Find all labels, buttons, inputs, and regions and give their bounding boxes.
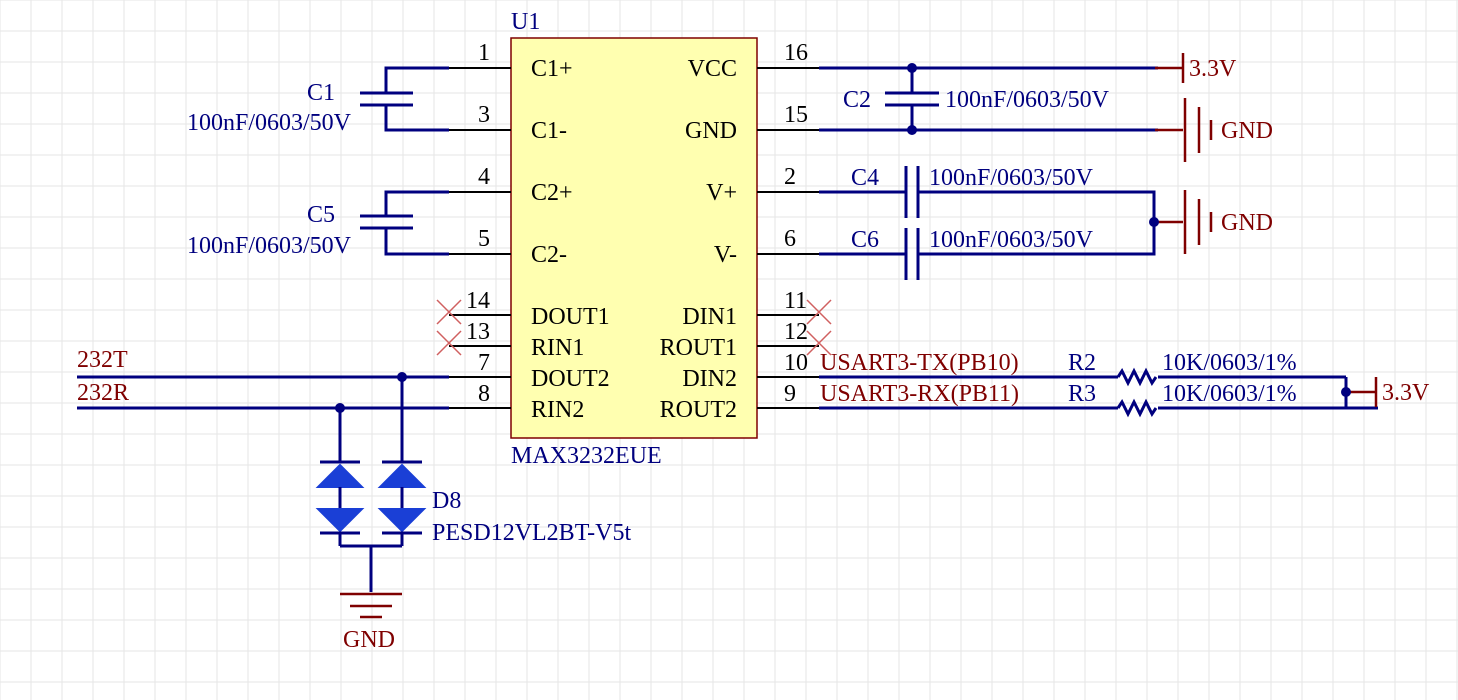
power-port-3v3-top: 3.3V xyxy=(1155,53,1237,83)
power-label: GND xyxy=(1221,118,1273,144)
pin-name: GND xyxy=(685,118,737,144)
power-label: 3.3V xyxy=(1189,56,1237,82)
pin-name: ROUT2 xyxy=(660,397,737,423)
chip-body[interactable] xyxy=(510,37,758,439)
pin-name: VCC xyxy=(688,56,737,82)
junction-dots xyxy=(335,63,1351,413)
capacitor-ref: C4 xyxy=(851,165,879,191)
ground-icon: GND xyxy=(340,592,402,653)
diode-ref: D8 xyxy=(432,488,461,514)
net-232r[interactable]: 232R xyxy=(77,380,449,410)
pin-name: C2+ xyxy=(531,180,573,206)
capacitor-value: 100nF/0603/50V xyxy=(929,165,1094,191)
pin-name: DIN2 xyxy=(682,366,737,392)
diode-part: PESD12VL2BT-V5t xyxy=(432,520,631,546)
pin-number: 8 xyxy=(478,381,490,407)
chip-left-pins: 1 C1+ 3 C1- 4 C2+ 5 C2- 14 DOUT1 13 RIN1… xyxy=(466,40,610,423)
resistor-ref: R2 xyxy=(1068,350,1096,376)
pin-name: V- xyxy=(714,242,737,268)
pin-number: 14 xyxy=(466,288,490,314)
net-232t[interactable]: 232T xyxy=(77,347,449,379)
pin-name: V+ xyxy=(706,180,737,206)
power-port-3v3-right: 3.3V xyxy=(1346,377,1430,407)
pin-number: 1 xyxy=(478,40,490,66)
power-label: 3.3V xyxy=(1382,380,1430,406)
pin-number: 12 xyxy=(784,319,808,345)
no-connect-x-icon xyxy=(806,299,832,325)
net-usart3-tx[interactable]: USART3-TX(PB10) xyxy=(819,350,1346,379)
capacitor-ref: C6 xyxy=(851,227,879,253)
pin-number: 6 xyxy=(784,226,796,252)
pin-name: DOUT1 xyxy=(531,304,610,330)
power-label: GND xyxy=(343,627,395,653)
pin-name: RIN2 xyxy=(531,397,584,423)
net-label: USART3-RX(PB11) xyxy=(820,381,1019,407)
chip-right-pins: 16 VCC 15 GND 2 V+ 6 V- 11 DIN1 12 ROUT1… xyxy=(660,40,808,423)
pin-number: 16 xyxy=(784,40,808,66)
pin-number: 5 xyxy=(478,226,490,252)
capacitor-value: 100nF/0603/50V xyxy=(187,233,352,259)
pin-number: 11 xyxy=(784,288,807,314)
net-usart3-rx[interactable]: USART3-RX(PB11) xyxy=(819,381,1378,410)
diode-d8[interactable]: D8 PESD12VL2BT-V5t xyxy=(315,377,631,592)
pin-number: 13 xyxy=(466,319,490,345)
pin-number: 3 xyxy=(478,102,490,128)
resistor-r3[interactable]: R3 10K/0603/1% xyxy=(1068,381,1297,418)
ground-icon: GND xyxy=(1155,190,1273,254)
vcc-net-top[interactable] xyxy=(819,66,1158,132)
resistor-r2[interactable]: R2 10K/0603/1% xyxy=(1068,350,1297,387)
capacitor-c1[interactable]: C1 100nF/0603/50V xyxy=(187,66,449,136)
no-connect-x-icon xyxy=(436,330,462,356)
pin-name: RIN1 xyxy=(531,335,584,361)
pin-name: DOUT2 xyxy=(531,366,610,392)
capacitor-c2[interactable]: C2 100nF/0603/50V xyxy=(843,68,1110,130)
capacitor-ref: C2 xyxy=(843,87,871,113)
no-connect-x-icon xyxy=(806,330,832,356)
pin-number: 15 xyxy=(784,102,808,128)
resistor-ref: R3 xyxy=(1068,381,1096,407)
chip-pins xyxy=(449,67,819,409)
resistor-value: 10K/0603/1% xyxy=(1162,350,1297,376)
pin-number: 7 xyxy=(478,350,490,376)
capacitor-value: 100nF/0603/50V xyxy=(929,227,1094,253)
no-connect-x-icon xyxy=(436,299,462,325)
pin-name: C2- xyxy=(531,242,567,268)
capacitor-c5[interactable]: C5 100nF/0603/50V xyxy=(187,190,449,259)
capacitor-value: 100nF/0603/50V xyxy=(945,87,1110,113)
resistor-value: 10K/0603/1% xyxy=(1162,381,1297,407)
capacitor-value: 100nF/0603/50V xyxy=(187,110,352,136)
pin-name: ROUT1 xyxy=(660,335,737,361)
capacitor-ref: C1 xyxy=(307,80,335,106)
pin-number: 4 xyxy=(478,164,490,190)
capacitor-ref: C5 xyxy=(307,202,335,228)
pin-number: 10 xyxy=(784,350,808,376)
pin-name: DIN1 xyxy=(682,304,737,330)
pin-name: C1- xyxy=(531,118,567,144)
chip-designator: U1 xyxy=(511,9,540,35)
net-label: USART3-TX(PB10) xyxy=(820,350,1019,376)
ground-icon: GND xyxy=(1155,98,1273,162)
pin-number: 9 xyxy=(784,381,796,407)
pin-number: 2 xyxy=(784,164,796,190)
pin-name: C1+ xyxy=(531,56,573,82)
chip-part-number: MAX3232EUE xyxy=(511,443,662,469)
net-label: 232T xyxy=(77,347,128,373)
capacitor-c6[interactable]: C6 100nF/0603/50V xyxy=(819,222,1156,280)
capacitor-c4[interactable]: C4 100nF/0603/50V xyxy=(819,165,1156,222)
power-label: GND xyxy=(1221,210,1273,236)
net-label: 232R xyxy=(77,380,129,406)
no-connect-markers xyxy=(436,299,832,356)
